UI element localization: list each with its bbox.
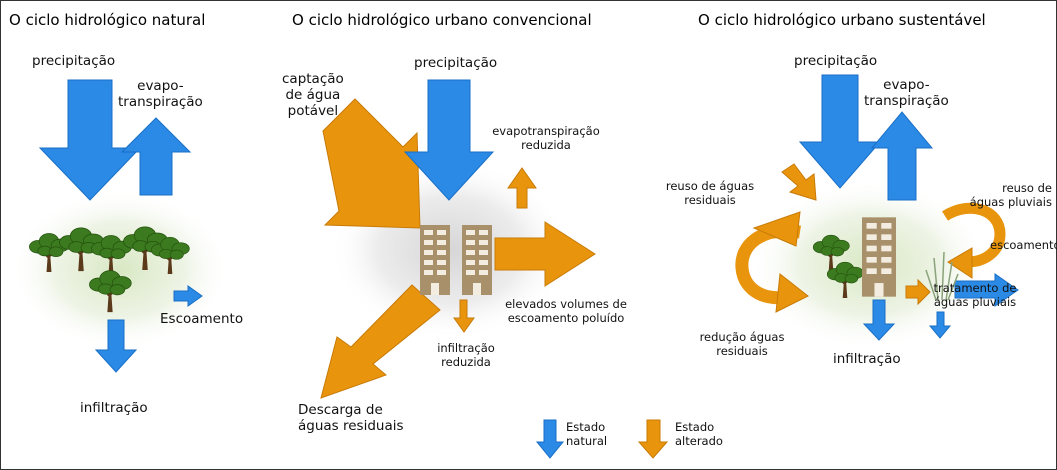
sustainable-runoff-arrow — [954, 273, 1019, 307]
sustainable-small-infiltration-arrow — [928, 311, 952, 339]
natural-evapotranspiration-label: evapo- transpiração — [118, 78, 203, 110]
sustainable-evapotranspiration-label: evapo- transpiração — [864, 77, 949, 109]
sustainable-infiltration-arrow — [862, 299, 896, 341]
sustainable-rainwater-reuse-label: reuso de águas pluviais — [969, 181, 1052, 209]
urban-precipitation-label: precipitação — [414, 55, 498, 71]
sustainable-wastewater-reuse-arrow — [781, 163, 817, 201]
legend-natural-arrow — [535, 419, 565, 459]
urban-water-intake-label: captação de água potável — [282, 71, 344, 119]
sustainable-building — [862, 217, 896, 297]
panel-title-urban: O ciclo hidrológico urbano convencional — [292, 11, 592, 29]
sustainable-infiltration-label: infiltração — [833, 351, 901, 367]
sustainable-precipitation-arrow — [798, 74, 882, 189]
urban-reduced-infiltration-arrow — [453, 299, 475, 333]
natural-runoff-arrow — [173, 285, 203, 307]
sustainable-reduction-loop-tail — [752, 211, 801, 247]
sustainable-rainwater-reuse-loop — [942, 202, 1006, 268]
panel-title-sustainable: O ciclo hidrológico urbano sustentável — [698, 11, 986, 29]
sustainable-runoff-label: escoamento — [990, 238, 1057, 252]
natural-precipitation-arrow — [38, 79, 142, 201]
natural-evapotranspiration-arrow — [120, 117, 192, 196]
legend-natural-label: Estado natural — [566, 420, 608, 448]
sustainable-treatment-arrow — [905, 278, 931, 306]
urban-water-intake-arrow — [322, 98, 421, 229]
sustainable-rainwater-reuse-head — [947, 247, 973, 279]
sustainable-precipitation-label: precipitação — [794, 53, 878, 69]
urban-wastewater-discharge-arrow — [320, 284, 441, 399]
sustainable-reduction-label: redução águas residuais — [699, 330, 785, 358]
sustainable-reduction-loop-head — [775, 273, 809, 313]
natural-precipitation-label: precipitação — [32, 53, 116, 69]
panel-title-natural: O ciclo hidrológico natural — [9, 11, 206, 29]
natural-ground-glow — [10, 190, 230, 350]
legend-altered-arrow — [637, 419, 669, 459]
urban-runoff-label: elevados volumes de escoamento poluído — [505, 297, 627, 325]
natural-runoff-label: Escoamento — [160, 311, 244, 327]
natural-infiltration-arrow — [94, 319, 138, 373]
sustainable-wastewater-reuse-label: reuso de águas residuais — [665, 179, 755, 207]
sustainable-treatment-label: tratamento de águas pluviais — [933, 281, 1017, 309]
urban-discharge-label: Descarga de águas residuais — [298, 402, 404, 434]
sustainable-evapotranspiration-arrow — [870, 111, 934, 201]
urban-evapotranspiration-label: evapotranspiração reduzida — [492, 124, 600, 152]
urban-precipitation-arrow — [403, 79, 495, 201]
legend-altered-label: Estado alterado — [675, 420, 723, 448]
natural-infiltration-label: infiltração — [80, 400, 148, 416]
sustainable-grass — [925, 251, 959, 301]
urban-reduced-evapotranspiration-arrow — [507, 167, 537, 209]
urban-runoff-arrow — [494, 221, 596, 287]
urban-infiltration-label: infiltração reduzida — [437, 341, 495, 369]
